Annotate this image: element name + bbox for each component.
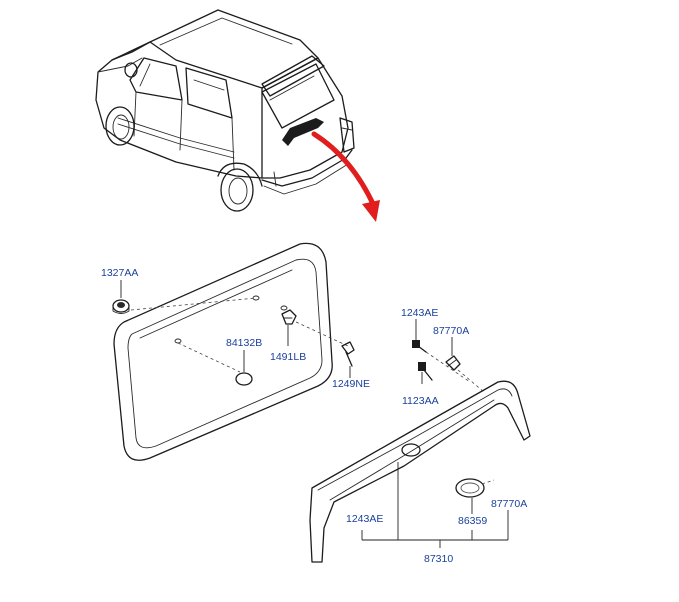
- bolt-1243AE-top: [412, 340, 427, 353]
- emblem-86359: [455, 478, 485, 498]
- label-1243AE-top: 1243AE: [401, 307, 438, 319]
- label-1243AE-bottom: 1243AE: [346, 513, 383, 525]
- label-1327AA: 1327AA: [101, 267, 138, 279]
- vehicle-illustration: [95, 9, 355, 212]
- screw-1249NE: [341, 341, 355, 367]
- label-87770A-top: 87770A: [433, 325, 469, 337]
- clip-1491LB: [281, 309, 297, 325]
- garnish-87310: [309, 380, 531, 563]
- label-86359: 86359: [458, 515, 487, 527]
- label-87770A-bottom: 87770A: [491, 498, 527, 510]
- bolt-1123AA: [418, 362, 433, 381]
- nut-87770A-top: [445, 355, 461, 371]
- label-87310: 87310: [424, 553, 453, 565]
- leader-lines: [120, 280, 509, 548]
- grommet-1327AA: [112, 299, 130, 314]
- plug-84132B: [235, 372, 253, 386]
- callout-arrow: [311, 131, 380, 222]
- label-1123AA: 1123AA: [402, 395, 439, 407]
- label-84132B: 84132B: [226, 337, 262, 349]
- tailgate-panel: [113, 242, 333, 461]
- label-1491LB: 1491LB: [270, 351, 306, 363]
- label-1249NE: 1249NE: [332, 378, 370, 390]
